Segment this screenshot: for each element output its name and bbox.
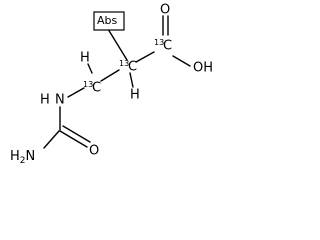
bond-c3-h: [87, 63, 93, 74]
alpha-carbon: 13 C H: [119, 59, 140, 103]
c1-carbon: C: [163, 39, 172, 54]
c3-isotope: 13: [83, 80, 93, 89]
molecule-diagram: Abs D O 13 C OH 13 C H H 13 C H N O H2N: [10, 3, 213, 166]
bond-urea-c-nh2: [43, 130, 60, 149]
amino-h: H: [10, 149, 20, 164]
c2-carbon: C: [128, 60, 137, 75]
c3-hydrogen: H: [80, 51, 90, 66]
c3-carbon: C: [92, 81, 101, 96]
beta-carbon: H 13 C: [80, 51, 101, 96]
abs-box: [93, 11, 125, 31]
amino-subscript: 2: [20, 156, 26, 166]
carboxyl-group: O 13 C OH: [154, 3, 213, 76]
bond-urea-c-o-b: [62, 125, 91, 143]
carbonyl-oxygen: O: [160, 3, 170, 18]
amino-n: N: [26, 149, 36, 164]
bond-c1-hydroxyl: [172, 55, 191, 67]
urea-nh: H N: [40, 93, 65, 108]
c1-isotope: 13: [154, 38, 164, 47]
abs-text: Abs: [97, 14, 118, 27]
bonds: [43, 15, 191, 149]
urea-end: O H2N: [10, 144, 99, 166]
c2-isotope: 13: [119, 59, 129, 68]
bond-c2-c1: [135, 51, 155, 63]
bond-c3-c2: [100, 69, 120, 82]
abs-stereo-label: Abs D: [93, 11, 125, 31]
c2-hydrogen: H: [130, 88, 140, 103]
nitrogen: N: [55, 93, 65, 108]
bond-urea-c-o-a: [59, 130, 88, 148]
hydroxyl: OH: [193, 61, 213, 76]
n-hydrogen: H: [40, 93, 50, 108]
amino-group: H2N: [10, 149, 35, 166]
bond-n-c3: [67, 87, 85, 98]
bond-c2-d: [107, 28, 128, 61]
urea-oxygen: O: [89, 144, 99, 159]
bond-c2-h: [129, 72, 134, 88]
